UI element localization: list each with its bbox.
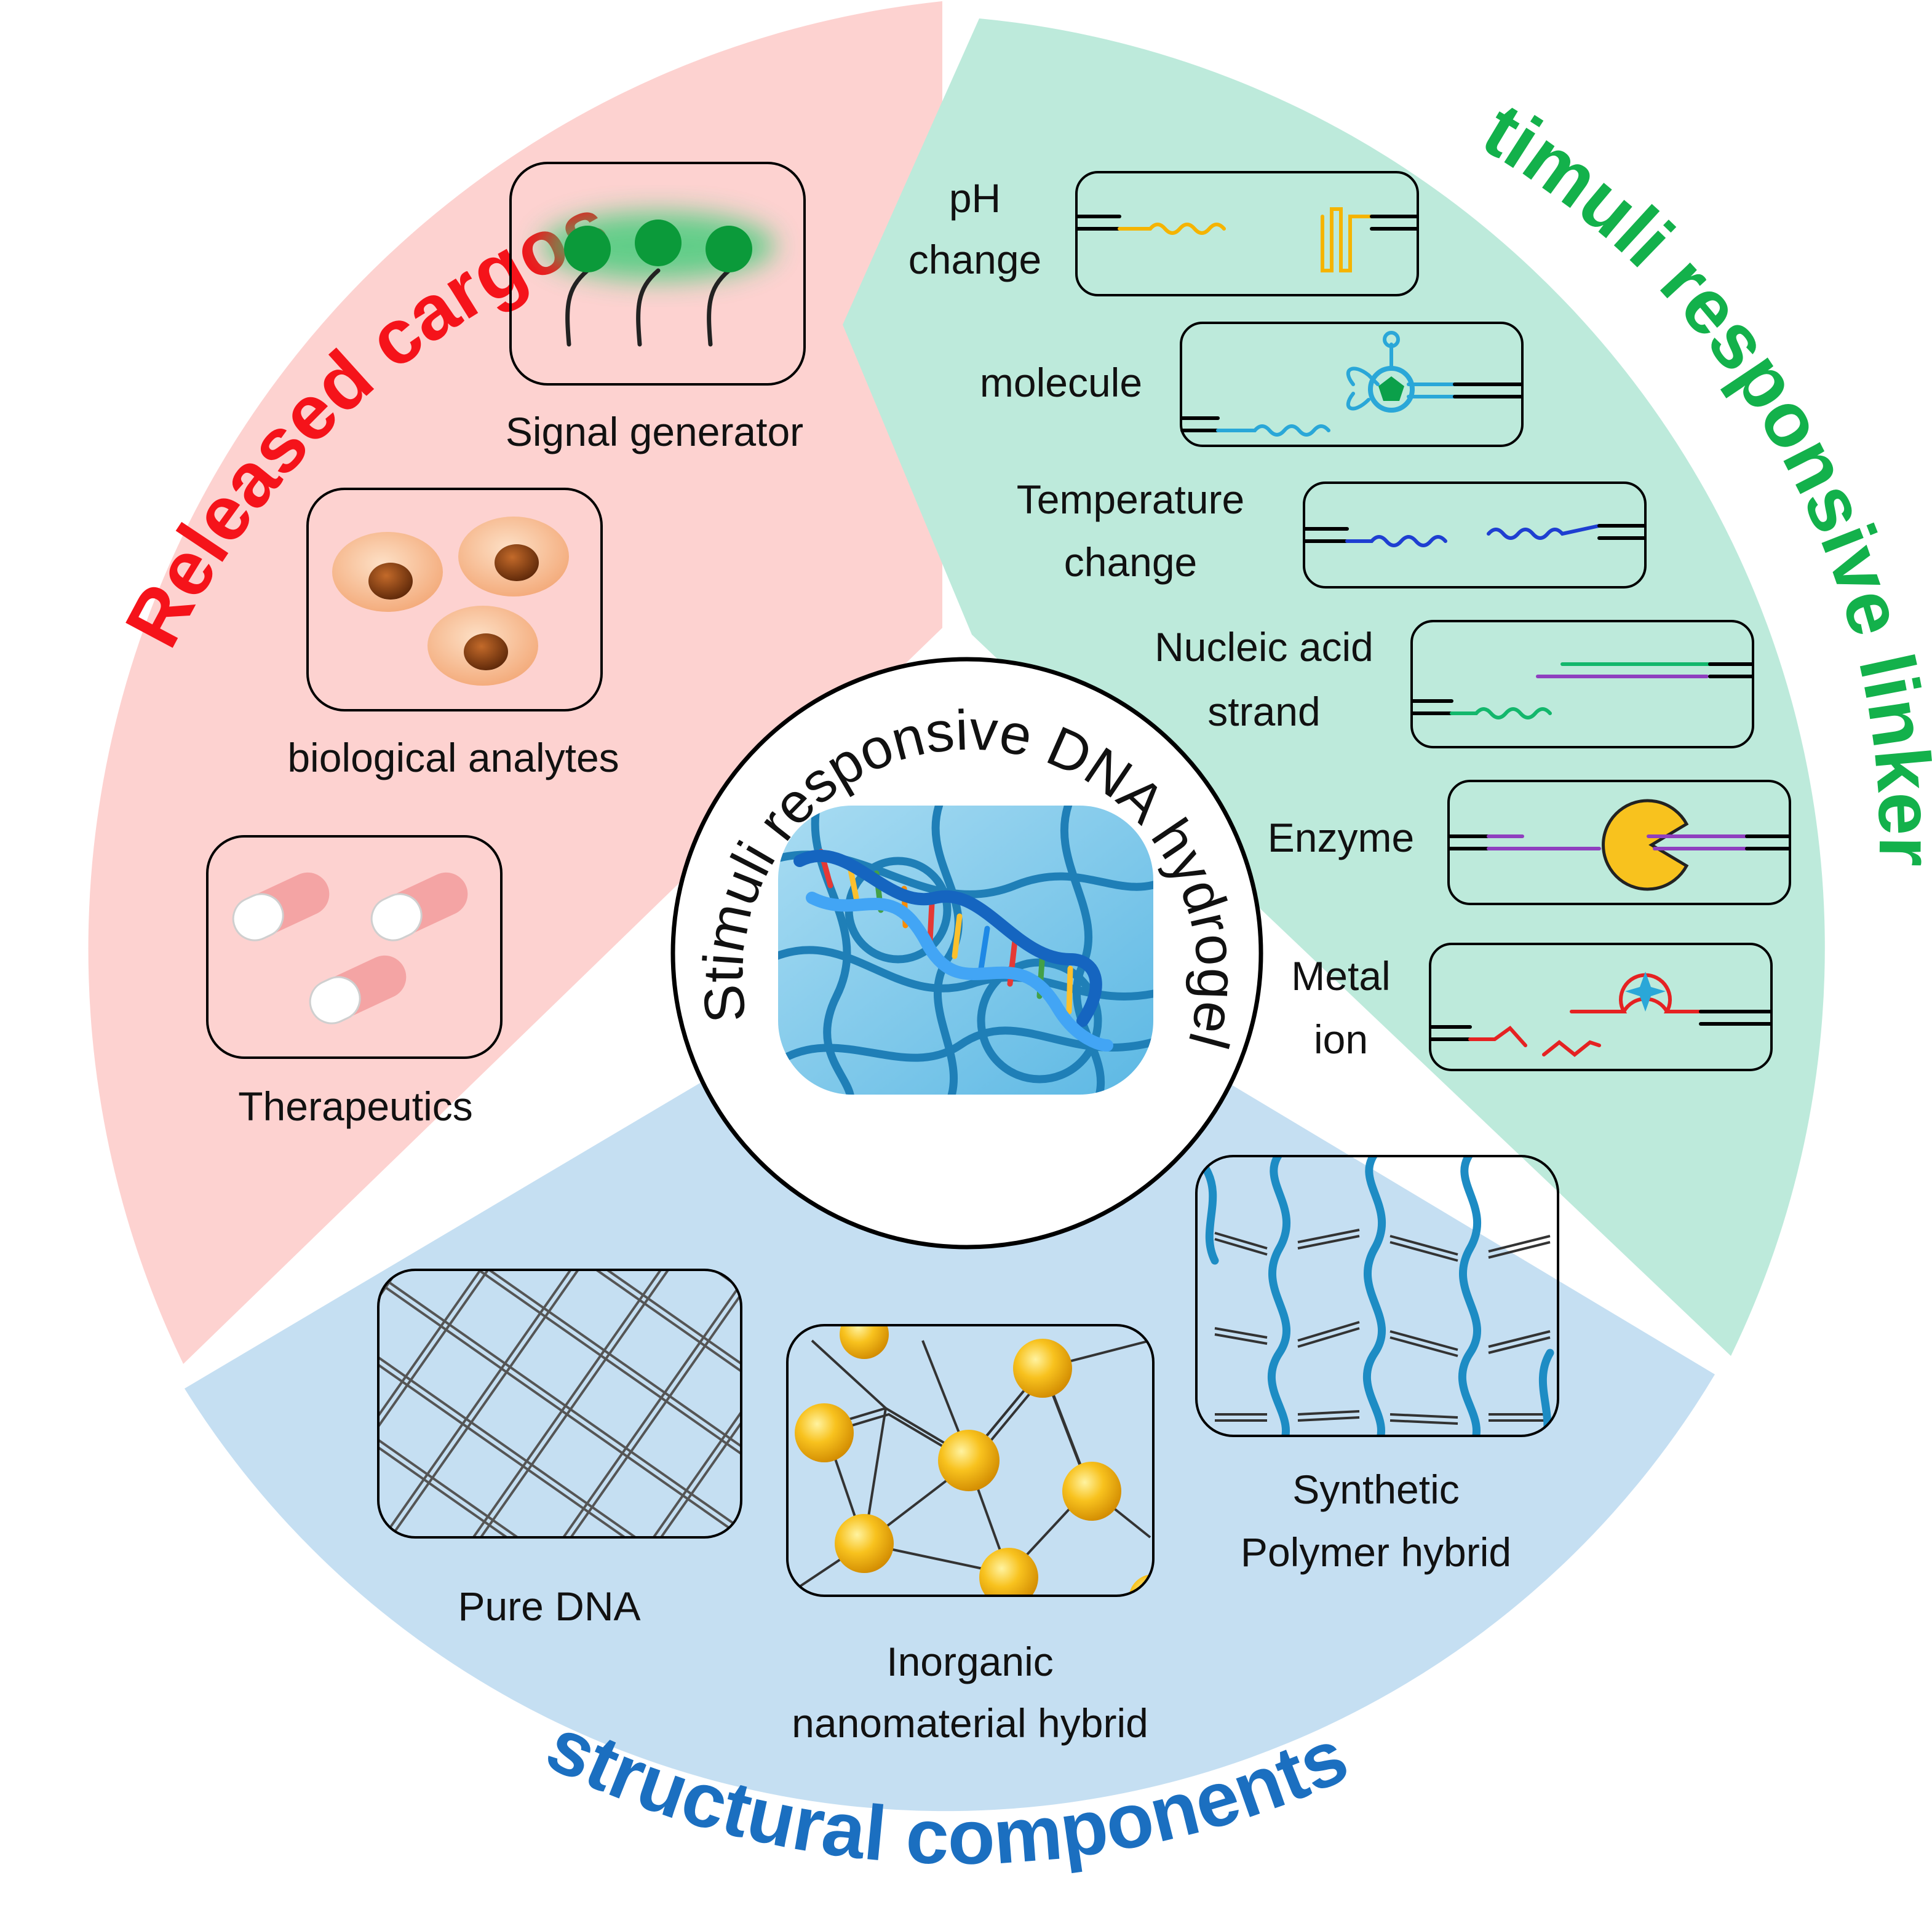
ph-label-line1: pH	[949, 175, 1001, 221]
therapeutics-label: Therapeutics	[238, 1084, 473, 1129]
dna-mesh-icon	[378, 1270, 741, 1537]
temperature-panel: Temperature change	[1017, 477, 1647, 588]
strand-displacement-icon	[1411, 662, 1754, 719]
biological-analytes-panel: biological analytes	[287, 488, 619, 780]
enzyme-panel: Enzyme	[1268, 780, 1791, 905]
cargos-sector	[88, 1, 942, 1364]
polymer-label-line2: Polymer hybrid	[1241, 1529, 1511, 1575]
temperature-label-line2: change	[1064, 539, 1198, 585]
cells-icon	[332, 517, 569, 686]
aptamer-icon	[1180, 331, 1523, 437]
nanoparticle-network-icon	[795, 1325, 1153, 1596]
pure-dna-label: Pure DNA	[458, 1583, 640, 1629]
metal-ion-panel: Metal ion	[1291, 943, 1773, 1071]
molecule-label: molecule	[980, 360, 1142, 405]
polymer-label-line1: Synthetic	[1292, 1467, 1459, 1512]
enzyme-label: Enzyme	[1268, 815, 1414, 860]
structural-sector	[185, 925, 1715, 1812]
ph-label-line2: change	[908, 237, 1042, 282]
temperature-strand-icon	[1303, 524, 1646, 547]
nucleic-acid-panel: Nucleic acid strand	[1155, 620, 1754, 748]
nucleic-acid-label-line2: strand	[1207, 689, 1320, 734]
ph-panel: pH change	[908, 171, 1419, 296]
ph-switch-icon	[1076, 207, 1418, 272]
enzyme-icon	[1448, 799, 1791, 891]
hydrogel-image	[778, 806, 1153, 1095]
pills-icon	[232, 872, 468, 1024]
linkers-sector	[843, 18, 1825, 1356]
pure-dna-panel: Pure DNA	[377, 1269, 742, 1629]
nucleic-acid-label-line1: Nucleic acid	[1155, 624, 1373, 670]
inorganic-label-line1: Inorganic	[886, 1639, 1054, 1684]
metal-ion-label-line2: ion	[1314, 1016, 1368, 1062]
polymer-panel: Synthetic Polymer hybrid	[1195, 1155, 1559, 1575]
signal-generator-panel: Signal generator	[506, 162, 806, 454]
metal-ion-icon	[1429, 972, 1772, 1057]
signal-generator-icon	[541, 212, 775, 347]
inorganic-panel: Inorganic nanomaterial hybrid	[786, 1324, 1155, 1746]
molecule-panel: molecule	[980, 322, 1524, 447]
therapeutics-panel: Therapeutics	[206, 835, 503, 1129]
metal-ion-label-line1: Metal	[1291, 953, 1390, 999]
inorganic-label-line2: nanomaterial hybrid	[792, 1700, 1148, 1746]
temperature-label-line1: Temperature	[1017, 477, 1245, 522]
signal-generator-label: Signal generator	[506, 409, 803, 454]
polymer-network-icon	[1201, 1156, 1554, 1436]
biological-analytes-label: biological analytes	[287, 735, 619, 780]
